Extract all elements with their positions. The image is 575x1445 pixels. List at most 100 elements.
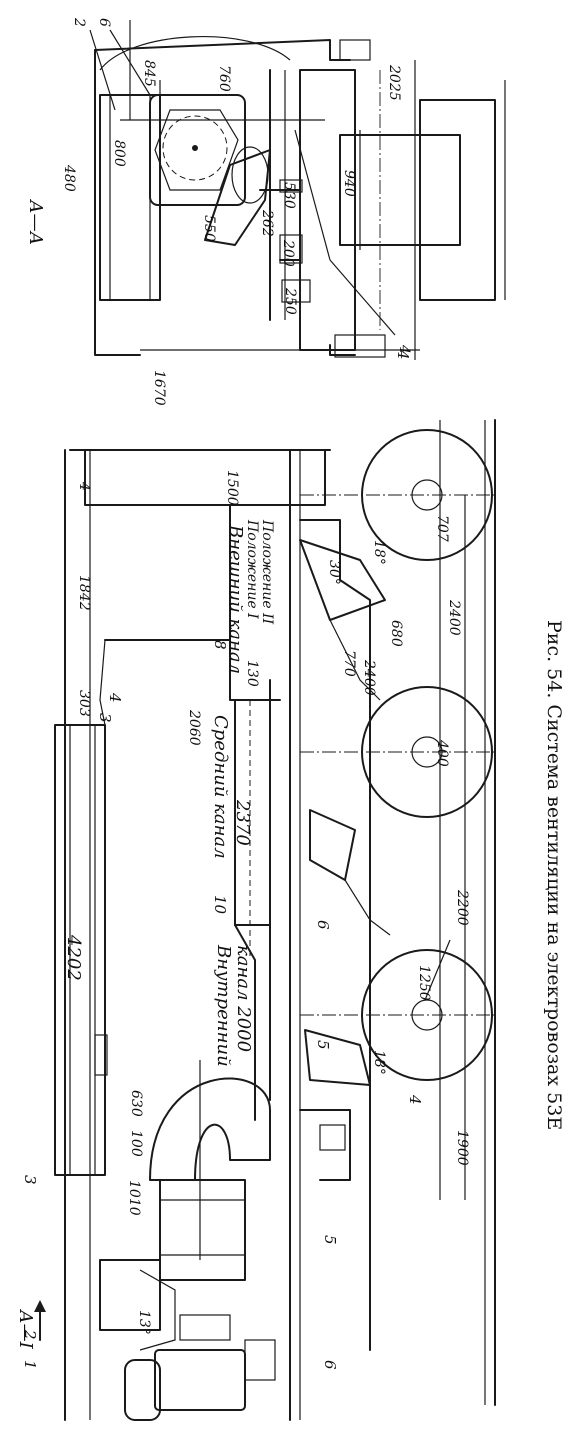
roof-duct-4202	[54, 724, 106, 1176]
position-label-1: Положение I	[244, 519, 260, 619]
bogie-bracket	[299, 1109, 351, 1181]
bogie-pad	[319, 1124, 346, 1151]
section-chute-flange	[231, 146, 269, 204]
angle-18-b: 18°	[371, 1050, 387, 1075]
section-fan-rotor	[154, 109, 239, 191]
section-bottom-pad	[334, 334, 386, 358]
section-bogie-frame	[299, 69, 356, 351]
section-fan-axis	[192, 145, 198, 151]
angle-18-a: 18°	[371, 540, 387, 565]
part-1: 1	[21, 1360, 39, 1370]
motor-mount	[244, 1339, 276, 1381]
section-floor-line	[329, 344, 356, 356]
dim-250: 250	[282, 287, 298, 315]
dim-530: 530	[281, 182, 297, 209]
motor-body	[154, 1349, 246, 1411]
section-box-200	[279, 234, 303, 264]
section-outlet-chute	[204, 149, 271, 246]
section-axle-box	[339, 134, 461, 246]
dim-2: 2	[71, 17, 87, 27]
inner-channel-label-2: канал 2000	[233, 945, 254, 1052]
angle-13: 13°	[136, 1310, 152, 1335]
part-4b: 4	[406, 1094, 424, 1105]
dim-1842: 1842	[76, 575, 92, 611]
bogie-frame	[299, 519, 371, 1351]
motor-endcap	[124, 1359, 161, 1421]
section-roof-line	[94, 39, 351, 61]
inclined-duct-3	[304, 1029, 371, 1086]
dim-680: 680	[388, 620, 404, 647]
fan-inlet-cone	[139, 1269, 176, 1351]
dim-400: 400	[434, 739, 450, 767]
part-8: 8	[211, 640, 229, 650]
dim-side-4: 4	[76, 481, 92, 491]
dim-1250: 1250	[416, 965, 432, 1001]
inclined-duct-2	[309, 809, 356, 881]
dim-630: 630	[128, 1090, 144, 1117]
dim-2060: 2060	[186, 709, 202, 746]
section-body-left-wall	[94, 49, 141, 356]
figure-caption: Рис. 54. Система вентиляции на электрово…	[543, 620, 565, 1130]
dim-leader-4	[294, 129, 331, 261]
part-4c: 4	[394, 349, 412, 360]
part-2: 2	[21, 1329, 39, 1340]
dim-1670: 1670	[151, 370, 167, 406]
fan-housing	[159, 1179, 246, 1281]
fan-inlet-box	[99, 1259, 161, 1331]
leader-2	[89, 29, 116, 111]
part-5b: 5	[314, 1040, 332, 1050]
fan-elbow	[149, 1077, 271, 1181]
position-label-2: Положение II	[259, 519, 275, 625]
dim-100: 100	[128, 1130, 144, 1157]
dim-262: 262	[259, 209, 275, 237]
section-view: А—А 2 6 845 760 2025 800 480 550 530 262…	[25, 17, 506, 406]
dim-1500: 1500	[224, 470, 240, 506]
part-6a: 6	[321, 1360, 339, 1370]
section-wheel-block	[419, 99, 496, 301]
dim-6: 6	[96, 18, 112, 27]
part-4a: 4	[106, 692, 124, 703]
section-box-530	[279, 179, 303, 193]
section-mark: А—I	[15, 1308, 36, 1350]
dim-707: 707	[434, 515, 450, 542]
dim-480: 480	[61, 164, 77, 192]
dim-leader-1250	[424, 939, 451, 1001]
outer-channel-box	[104, 504, 231, 641]
traction-motor-2	[344, 879, 391, 936]
dim-2025: 2025	[386, 64, 402, 101]
section-top-pad	[339, 39, 371, 61]
dim-2400-b: 2400	[361, 659, 377, 696]
section-arrow-head	[34, 1300, 46, 1312]
part-6b: 6	[314, 920, 332, 930]
section-box-250	[281, 279, 311, 303]
dim-760: 760	[216, 65, 232, 92]
part-3b: 3	[96, 713, 114, 723]
dim-770: 770	[341, 650, 357, 677]
part-5a: 5	[321, 1235, 339, 1245]
dim-200: 200	[280, 239, 296, 267]
outer-channel-outlet	[229, 639, 281, 701]
dim-2370: 2370	[232, 799, 253, 846]
middle-channel-label: Средний канал	[210, 715, 231, 859]
inner-channel-wall	[234, 924, 256, 1121]
inclined-duct-1	[299, 539, 386, 621]
section-roof-arc	[99, 36, 291, 71]
angle-30: 30°	[326, 560, 342, 585]
dim-550: 550	[201, 215, 217, 242]
dim-800: 800	[111, 140, 127, 167]
part-3a: 3	[21, 1175, 39, 1185]
traction-motor-1	[329, 619, 381, 701]
side-view: А—I 1 2 3 3 4 4 4 5 5 6 6 6 8 10 Внешний…	[15, 349, 496, 1421]
dim-303: 303	[76, 690, 92, 717]
motor-terminal	[179, 1314, 231, 1341]
dim-leader-4b	[329, 259, 396, 336]
section-fan-housing	[149, 94, 246, 206]
leader-6	[109, 29, 151, 96]
outer-channel-taper	[99, 639, 106, 726]
dim-2400-a: 2400	[446, 599, 462, 636]
section-fan-circle	[162, 115, 228, 181]
dim-2200: 2200	[454, 889, 470, 926]
dim-1010: 1010	[126, 1180, 142, 1216]
